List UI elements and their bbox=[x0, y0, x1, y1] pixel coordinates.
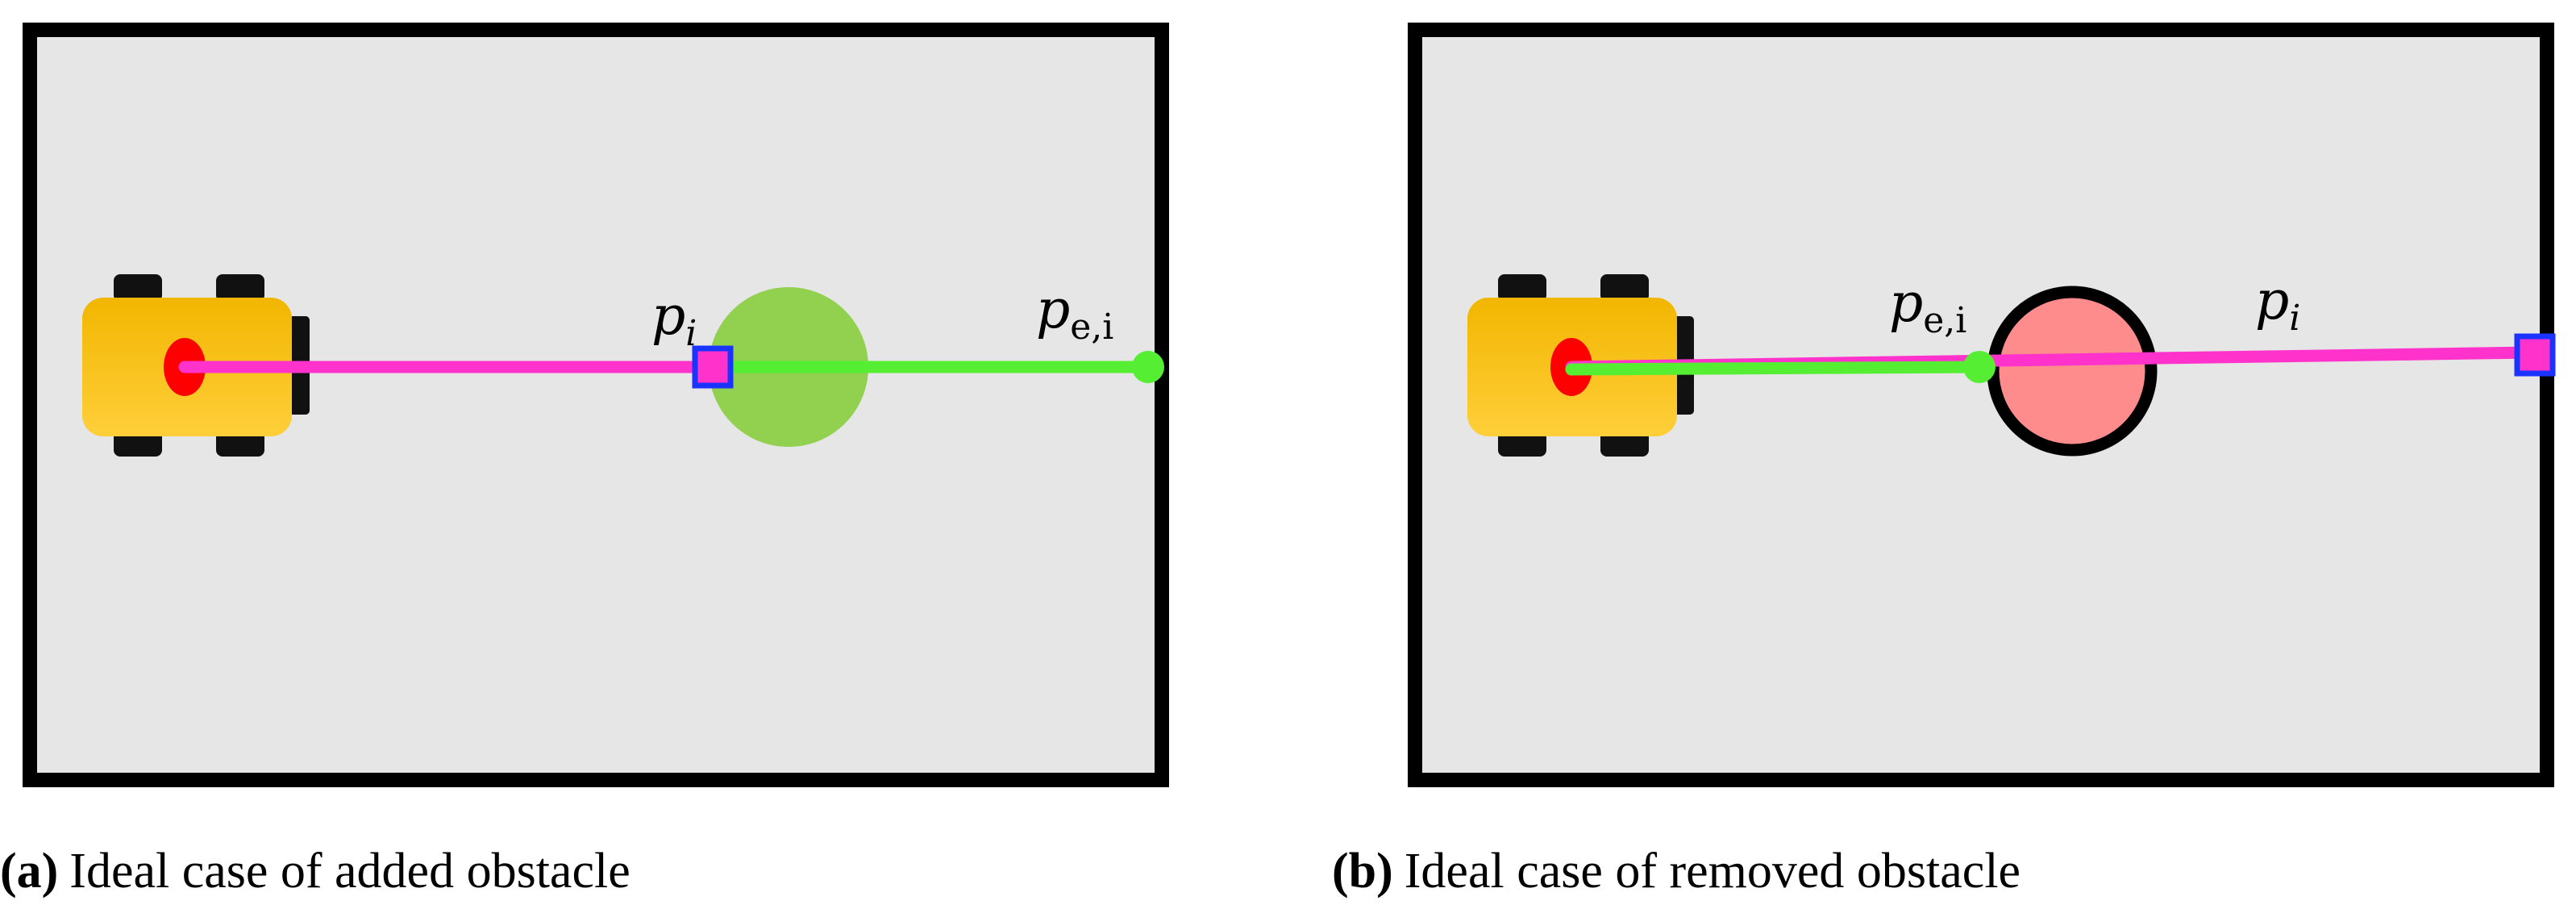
removed-obstacle bbox=[1987, 286, 2158, 457]
wheel-icon bbox=[1600, 274, 1649, 302]
expected-point-marker bbox=[1132, 351, 1164, 383]
caption-text: Ideal case of added obstacle bbox=[69, 844, 630, 899]
hit-point-marker bbox=[692, 345, 734, 389]
wheel-icon bbox=[216, 274, 264, 302]
expected-point-label: pe,i bbox=[1036, 278, 1113, 348]
caption-a: (a)Ideal case of added obstacle bbox=[0, 844, 630, 899]
caption-prefix: (b) bbox=[1332, 844, 1393, 899]
hit-point-marker bbox=[2514, 333, 2556, 377]
hit-point-label: pi bbox=[651, 285, 697, 354]
wheel-icon bbox=[114, 274, 162, 302]
panel-b: pe,i pi bbox=[1408, 23, 2556, 787]
hit-point-label: pi bbox=[2255, 269, 2300, 339]
expected-ray-b bbox=[1565, 361, 1986, 376]
expected-point-label: pe,i bbox=[1889, 272, 1966, 341]
caption-b: (b)Ideal case of removed obstacle bbox=[1332, 844, 2020, 899]
panel-a: pi pe,i bbox=[23, 23, 1169, 787]
expected-point-marker bbox=[1963, 351, 1995, 383]
wheel-icon bbox=[1498, 274, 1546, 302]
caption-text: Ideal case of removed obstacle bbox=[1405, 844, 2020, 899]
caption-prefix: (a) bbox=[0, 844, 58, 899]
